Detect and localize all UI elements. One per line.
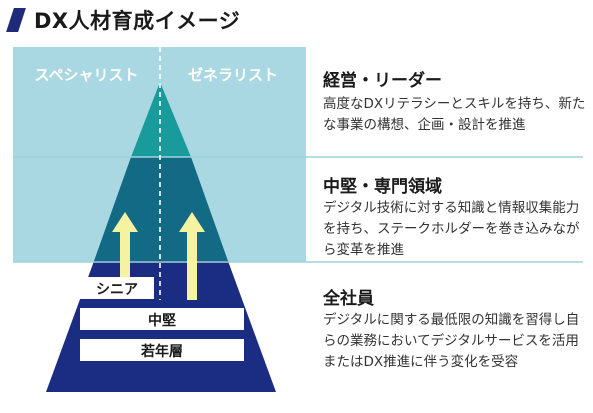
- heading-title: DX人材育成イメージ: [34, 9, 241, 33]
- diagram-heading: DX人材育成イメージ: [6, 6, 241, 34]
- tier-label-junior: 若年層: [141, 344, 183, 360]
- tier-box-senior: [80, 277, 154, 299]
- level-desc-specialist: デジタル技術に対する知識と情報収集能力を持ち、ステークホルダーを巻き込みながら変…: [323, 200, 580, 258]
- tier-box-mid: [80, 308, 244, 330]
- upward-arrow-left: [112, 212, 138, 277]
- level-title-all-staff: 全社員: [323, 289, 374, 309]
- level-desc-all-staff: デジタルに関する最低限の知識を習得し自らの業務においてデジタルサービスを活用また…: [323, 312, 580, 370]
- pyramid-top-band: [131, 82, 191, 157]
- level-title-leader: 経営・リーダー: [323, 71, 442, 91]
- column-label-generalist: ゼネラリスト: [187, 66, 278, 84]
- level-title-specialist: 中堅・専門領域: [323, 177, 442, 197]
- upward-arrow-right: [179, 212, 205, 300]
- tier-label-senior: シニア: [96, 282, 138, 298]
- column-label-specialist: スペシャリスト: [34, 66, 139, 84]
- tier-label-mid: 中堅: [148, 313, 176, 329]
- level-desc-leader: 高度なDXリテラシーとスキルを持ち、新たな事業の構想、企画・設計を推進: [323, 96, 586, 133]
- tier-box-junior: [80, 339, 244, 361]
